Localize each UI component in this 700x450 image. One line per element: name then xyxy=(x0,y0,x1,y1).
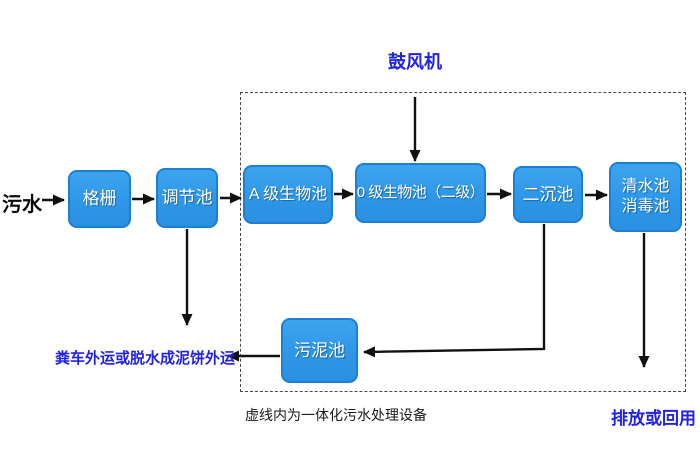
sludge-out-label: 粪车外运或脱水成泥饼外运 xyxy=(55,350,236,367)
blower-label: 鼓风机 xyxy=(388,52,442,72)
node-clean-water-tank-line2: 消毒池 xyxy=(621,198,670,215)
node-regulating-tank-label: 调节池 xyxy=(161,188,213,208)
node-o-level-bio-tank-label: 0 级生物池（二级） xyxy=(356,183,485,201)
node-clean-water-tank-line1: 清水池 xyxy=(621,178,670,195)
node-secondary-sedimentation-tank-label: 二沉池 xyxy=(522,184,574,204)
node-clean-water-tank: 清水池 消毒池 xyxy=(609,162,682,232)
discharge-label: 排放或回用 xyxy=(611,409,696,428)
node-a-level-bio-tank: A 级生物池 xyxy=(243,165,333,224)
node-sludge-tank: 污泥池 xyxy=(281,318,358,383)
node-secondary-sedimentation-tank: 二沉池 xyxy=(513,166,583,223)
node-sludge-tank-label: 污泥池 xyxy=(294,340,345,360)
node-grate: 格栅 xyxy=(68,170,131,228)
node-grate-label: 格栅 xyxy=(82,189,117,209)
dashed-box-note: 虚线内为一体化污水处理设备 xyxy=(245,407,427,423)
node-regulating-tank: 调节池 xyxy=(156,168,218,228)
integrated-equipment-boundary xyxy=(240,92,686,392)
influent-label: 污水 xyxy=(2,194,42,216)
node-a-level-bio-tank-label: A 级生物池 xyxy=(248,185,328,203)
node-o-level-bio-tank: 0 级生物池（二级） xyxy=(355,163,486,223)
